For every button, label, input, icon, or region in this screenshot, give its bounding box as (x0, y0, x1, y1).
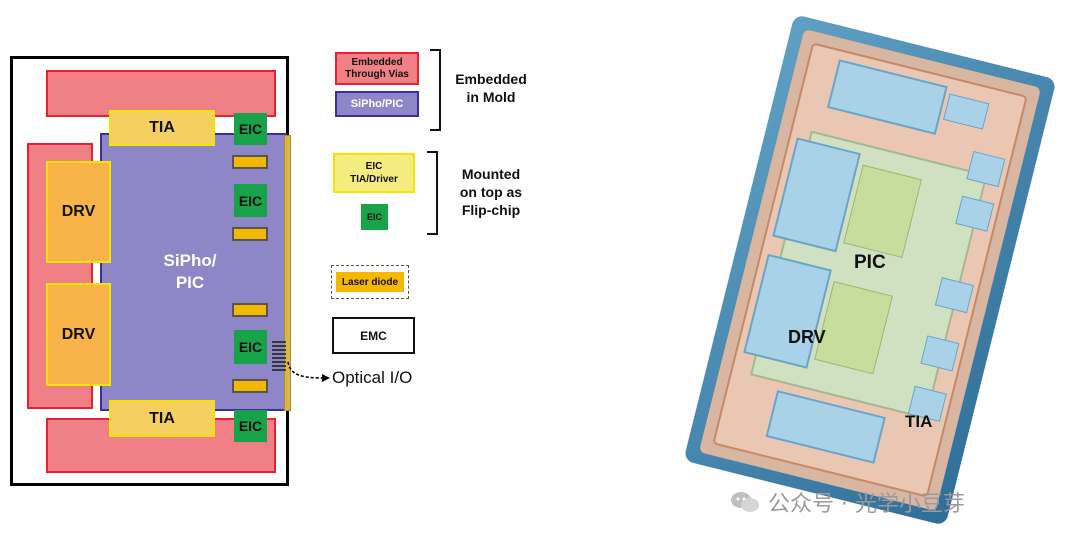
legend-laser-diode-text: Laser diode (341, 276, 399, 288)
tia-chip-bottom: TIA (109, 400, 215, 437)
sipho-pic-die (100, 133, 287, 411)
watermark: 公众号 · 光学小豆芽 (730, 484, 1060, 520)
legend-through-vias-swatch: Embedded Through Vias (335, 52, 419, 85)
package-photo-render (685, 16, 1055, 524)
eic-chip-2: EIC (234, 184, 267, 217)
through-via-block-top (46, 70, 276, 117)
drv-chip-upper: DRV (46, 161, 111, 263)
legend-group2-caption: Mounted on top as Flip-chip (459, 166, 523, 218)
optical-io-arrow (287, 361, 330, 382)
laser-diode-4 (232, 379, 268, 393)
legend-bracket-1 (430, 49, 441, 131)
laser-diode-3 (232, 303, 268, 317)
eic-chip-1: EIC (234, 113, 267, 145)
legend-sipho-pic-swatch: SiPho/PIC (335, 91, 419, 117)
photo-pic-label: PIC (854, 252, 886, 273)
drv-chip-lower: DRV (46, 283, 111, 386)
legend-emc-swatch: EMC (332, 317, 415, 354)
watermark-text: 公众号 · 光学小豆芽 (768, 492, 965, 517)
photo-drv-label: DRV (788, 327, 826, 347)
laser-diode-2 (232, 227, 268, 241)
eic-chip-4: EIC (234, 410, 267, 442)
legend-eic-tia-driver-swatch: EIC TIA/Driver (333, 153, 415, 193)
legend-group1-caption: Embedded in Mold (455, 71, 527, 105)
legend-eic-swatch: EIC (361, 204, 388, 230)
eic-chip-3: EIC (234, 330, 267, 364)
optical-io-label: Optical I/O (332, 368, 413, 387)
laser-diode-1 (232, 155, 268, 169)
photo-tia-label: TIA (905, 412, 933, 431)
legend-bracket-2 (427, 151, 438, 235)
legend-laser-diode-fill (336, 272, 404, 292)
optical-edge-strip (284, 135, 291, 411)
tia-chip-top: TIA (109, 110, 215, 146)
waveguide-lines (272, 341, 286, 371)
package-photo: PIC DRV TIA (660, 0, 1080, 543)
wechat-icon (730, 490, 760, 514)
sipho-pic-label: SiPho/ PIC (163, 251, 217, 292)
